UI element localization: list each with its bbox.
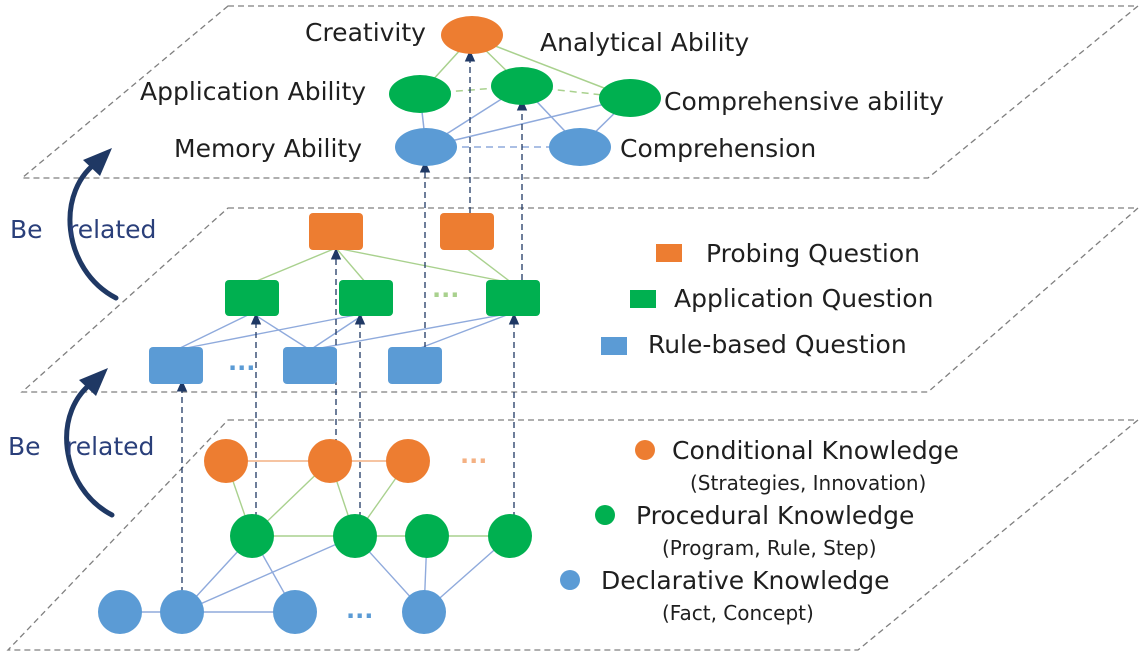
upper-related-arrowhead (83, 148, 112, 176)
legend-procedural-swatch (595, 505, 615, 525)
lower-related-curve (64, 377, 115, 518)
legend-application-swatch (630, 290, 656, 308)
legend-declarative-sub: (Fact, Concept) (662, 601, 814, 625)
legend-conditional-knowledge: Conditional Knowledge (672, 436, 959, 465)
conditional-knowledge-node (308, 439, 352, 483)
rule-based-question-node (388, 347, 442, 384)
analytical-ability-label: Analytical Ability (540, 28, 749, 57)
ability-plane (20, 5, 1140, 179)
legend-conditional-swatch (635, 440, 655, 460)
procedural-knowledge-node (230, 514, 274, 558)
legend-application-question: Application Question (674, 284, 933, 313)
question-ellipsis-blue: ... (228, 348, 255, 376)
rule-based-question-node (283, 347, 337, 384)
application-question-node (225, 280, 279, 316)
comprehensive-ability-node (599, 79, 661, 117)
declarative-knowledge-node (98, 590, 142, 634)
application-question-node (486, 280, 540, 316)
declarative-knowledge-node (160, 590, 204, 634)
probing-question-node (309, 213, 363, 250)
comprehension-label: Comprehension (620, 134, 816, 163)
procedural-knowledge-node (488, 514, 532, 558)
question-ellipsis-green: ... (432, 275, 459, 303)
knowledge-ellipsis-orange: ... (460, 441, 487, 469)
legend-procedural-sub: (Program, Rule, Step) (662, 536, 877, 560)
lower-be-label: Be (8, 432, 41, 461)
knowledge-ellipsis-blue: ... (346, 596, 373, 624)
legend-probing-question: Probing Question (706, 239, 920, 268)
legend-probing-swatch (656, 244, 682, 262)
legend-declarative-knowledge: Declarative Knowledge (601, 566, 890, 595)
declarative-knowledge-node (273, 590, 317, 634)
conditional-knowledge-node (386, 439, 430, 483)
legend-conditional-sub: (Strategies, Innovation) (690, 471, 926, 495)
upper-related-curve (67, 157, 119, 301)
lower-related-label: related (66, 432, 154, 461)
memory-ability-label: Memory Ability (174, 134, 362, 163)
application-question-node (339, 280, 393, 316)
memory-ability-node (395, 128, 457, 166)
procedural-knowledge-node (405, 514, 449, 558)
comprehensive-ability-label: Comprehensive ability (664, 87, 944, 116)
legend-declarative-swatch (560, 570, 580, 590)
lower-related-arrowhead (79, 368, 108, 396)
declarative-knowledge-node (402, 590, 446, 634)
question-plane (20, 207, 1140, 393)
legend-rule-based-question: Rule-based Question (648, 330, 907, 359)
upper-be-label: Be (10, 215, 43, 244)
procedural-knowledge-node (333, 514, 377, 558)
rule-based-question-node (149, 347, 203, 384)
application-ability-label: Application Ability (140, 77, 366, 106)
creativity-label: Creativity (305, 18, 426, 47)
conditional-knowledge-node (204, 439, 248, 483)
legend-rule-swatch (601, 337, 627, 355)
application-ability-node (389, 75, 451, 113)
upper-related-label: related (68, 215, 156, 244)
legend-procedural-knowledge: Procedural Knowledge (636, 501, 914, 530)
creativity-node (441, 16, 503, 54)
comprehension-node (549, 128, 611, 166)
probing-question-node (440, 213, 494, 250)
analytical-ability-node (491, 67, 553, 105)
